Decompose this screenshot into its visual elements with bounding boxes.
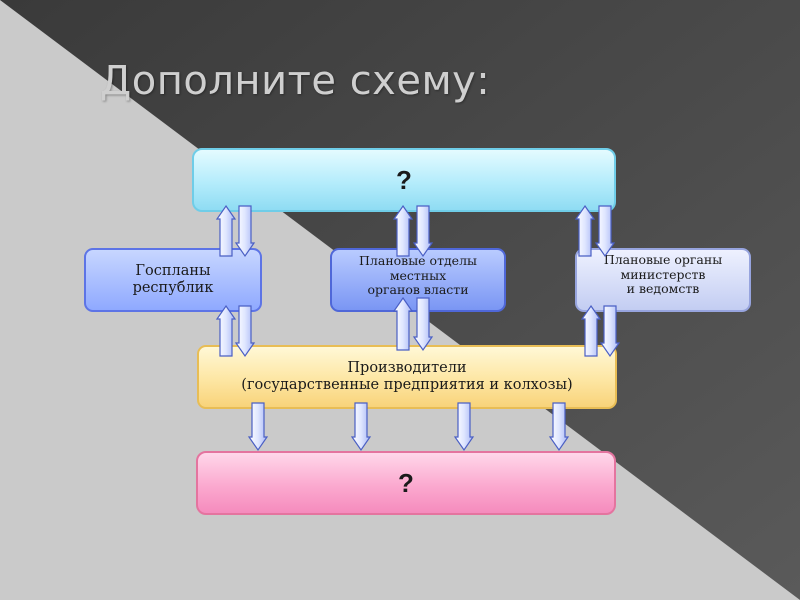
bottom-unknown-box[interactable]: ? (196, 451, 616, 515)
local-planning-departments-label: Плановые отделы местных органов власти (359, 252, 477, 298)
producers-box: Производители (государственные предприят… (197, 345, 617, 409)
gosplany-box: Госпланы республик (84, 248, 262, 312)
slide-title: Дополните схему: (100, 58, 491, 104)
producers-label: Производители (государственные предприят… (241, 359, 573, 393)
top-box-label: ? (396, 164, 412, 195)
top-unknown-box[interactable]: ? (192, 148, 616, 212)
ministry-planning-bodies-label: Плановые органы министерств и ведомств (603, 251, 723, 297)
ministry-planning-bodies-box: Плановые органы министерств и ведомств (575, 248, 751, 312)
gosplany-label: Госпланы республик (132, 262, 214, 296)
local-planning-departments-box: Плановые отделы местных органов власти (330, 248, 506, 312)
bottom-box-label: ? (398, 467, 414, 498)
